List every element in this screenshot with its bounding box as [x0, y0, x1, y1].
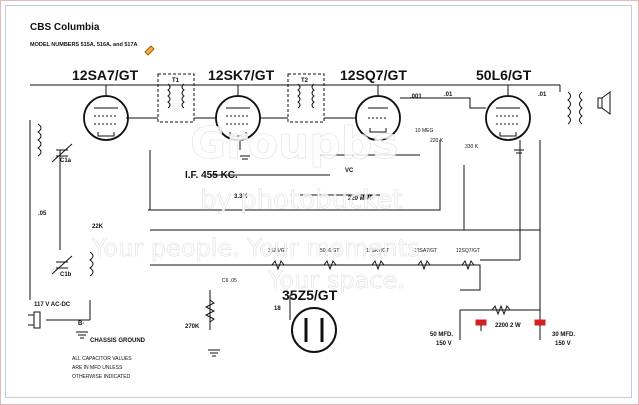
label-cap-30-volts: 150 V	[555, 341, 571, 347]
label-chassis-ground: CHASSIS GROUND	[90, 338, 146, 344]
pointing-hand-icon	[144, 45, 155, 56]
electrolytic-capacitor-30	[534, 319, 546, 331]
t2-label: T2	[301, 78, 309, 84]
label-01b: .01	[538, 92, 547, 98]
label-18: 18	[274, 306, 281, 312]
watermark-line-1: Your people. Your moments.	[91, 234, 427, 262]
label-270k: 270K	[185, 324, 200, 330]
note-line-3: OTHERWISE INDICATED	[72, 374, 131, 380]
variable-capacitor-c1a	[51, 143, 73, 163]
tube-label-12sa7: 12SA7/GT	[72, 67, 139, 83]
speaker-icon	[597, 91, 611, 115]
heater-label-4: 12SQ7/GT	[456, 248, 480, 254]
tube-50l6	[485, 95, 531, 141]
heater-label-0: 35Z5/GT	[268, 248, 288, 254]
rectifier-tube	[291, 307, 337, 353]
label-330k: 330 K	[465, 144, 479, 150]
label-3-3m: 3.3M	[234, 194, 247, 200]
tube-label-35z5: 35Z5/GT	[282, 287, 338, 303]
model-numbers: MODEL NUMBERS 515A, 516A, and 517A	[30, 42, 138, 48]
label-cap-50-volts: 150 V	[436, 341, 452, 347]
note-line-1: ALL CAPACITOR VALUES	[72, 356, 132, 362]
heater-label-1: 50L6/GT	[320, 248, 339, 254]
label-220k: 220 K	[430, 138, 444, 144]
label-220mmf: 220 MMF	[348, 196, 374, 202]
label-22k: 22K	[92, 224, 104, 230]
antenna-loop-coil	[37, 123, 42, 157]
watermark-by: by photobucket	[200, 185, 403, 215]
tube-label-12sk7: 12SK7/GT	[208, 67, 275, 83]
heater-label-2: 12SK7/GT	[366, 248, 389, 254]
label-power: 117 V AC-DC	[34, 302, 71, 308]
label-vc: VC	[345, 168, 354, 174]
label-b-minus: B-	[78, 321, 84, 327]
label-cap-30: 30 MFD.	[552, 332, 575, 338]
label-cap-50: 50 MFD.	[430, 332, 453, 338]
t1-label: T1	[172, 78, 180, 84]
label-c1b: C1b	[60, 272, 72, 278]
tube-label-50l6: 50L6/GT	[476, 67, 532, 83]
tube-label-12sq7: 12SQ7/GT	[340, 67, 407, 83]
heater-label-3: 12SA7/GT	[414, 248, 437, 254]
label-001: .001	[410, 94, 422, 100]
label-10meg: 10 MEG	[415, 128, 433, 134]
tube-12sa7	[83, 95, 129, 141]
heater-string-labels: 35Z5/GT 50L6/GT 12SK7/GT 12SA7/GT 12SQ7/GT	[268, 248, 480, 254]
label-c6: C6 .05	[222, 278, 237, 284]
if-frequency-label: I.F. 455 KC.	[185, 170, 238, 181]
resistor-2200	[491, 304, 511, 316]
output-transformer	[567, 91, 583, 125]
wiring	[29, 84, 561, 340]
label-2200: 2200 2 W	[495, 323, 521, 329]
brand-title: CBS Columbia	[30, 22, 100, 33]
heater-string-zigzags	[271, 259, 475, 271]
label-c1a: C1a	[60, 158, 72, 164]
label-01a: .01	[444, 92, 453, 98]
note-line-2: ARE IN MFD UNLESS	[72, 365, 123, 371]
if-transformer-t2: T2	[287, 73, 325, 123]
watermark-logo: Groupbs	[190, 118, 399, 169]
electrolytic-capacitor-50	[475, 319, 487, 331]
ground-symbols	[76, 149, 524, 357]
power-plug-icon	[28, 311, 41, 329]
if-transformer-t1: T1	[157, 73, 195, 123]
oscillator-coil	[89, 251, 94, 277]
watermark-line-2: Your space.	[267, 266, 405, 294]
variable-capacitor-c1b	[51, 255, 73, 275]
resistor-270k	[204, 299, 216, 323]
label-05: .05	[38, 211, 47, 217]
image-inner-frame	[5, 5, 632, 398]
